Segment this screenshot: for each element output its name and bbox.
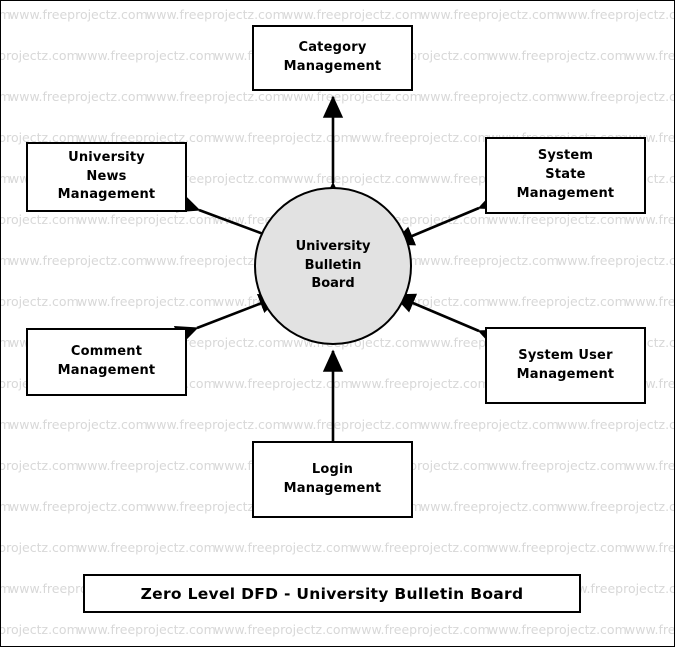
flow-system-user-management — [392, 293, 503, 349]
diagram-caption-label: Zero Level DFD - University Bulletin Boa… — [140, 584, 524, 603]
entity-system-user-management-label: System User Management — [516, 347, 615, 382]
entity-university-news-management-label: University News Management — [57, 149, 156, 203]
entity-system-state-management[interactable]: System State Management — [485, 137, 646, 214]
entity-university-news-management[interactable]: University News Management — [26, 142, 187, 212]
entity-system-user-management[interactable]: System User Management — [485, 327, 646, 404]
entity-category-management-label: Category Management — [283, 40, 382, 74]
entity-comment-management-label: Comment Management — [57, 344, 156, 378]
entity-category-management[interactable]: Category Management — [252, 25, 413, 91]
entity-login-management-label: Login Management — [283, 461, 382, 496]
process-university-bulletin-board[interactable]: University Bulletin Board — [254, 187, 412, 345]
entity-comment-management[interactable]: Comment Management — [26, 328, 187, 396]
flow-system-state-management — [391, 190, 503, 246]
diagram-caption: Zero Level DFD - University Bulletin Boa… — [83, 574, 581, 613]
process-university-bulletin-board-label: University Bulletin Board — [295, 238, 371, 292]
entity-system-state-management-label: System State Management — [516, 148, 615, 201]
entity-login-management[interactable]: Login Management — [252, 441, 413, 518]
